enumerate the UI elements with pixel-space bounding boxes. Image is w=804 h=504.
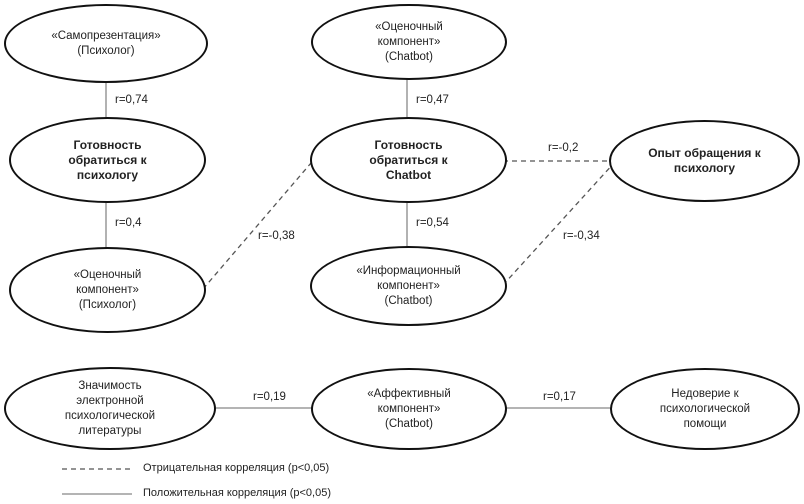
node-label: «Аффективный компонент» (Chatbot) <box>367 387 451 430</box>
node-label: Значимость электронной психологической л… <box>64 379 156 437</box>
node-readiness-psychologist: Готовность обратиться к психологу <box>9 117 206 203</box>
node-label: Готовность обратиться к психологу <box>68 137 147 182</box>
node-label: Недоверие к психологической помощи <box>659 387 751 430</box>
node-self-presentation: «Самопрезентация» (Психолог) <box>4 4 208 83</box>
correlation-label: r=0,74 <box>115 94 148 106</box>
node-distrust-help: Недоверие к психологической помощи <box>610 368 800 450</box>
node-evaluative-chatbot: «Оценочный компонент» (Chatbot) <box>311 4 507 80</box>
line-evaluative-psych-readiness-chatbot <box>202 162 312 290</box>
node-help-experience: Опыт обращения к психологу <box>609 120 800 202</box>
node-informational-chatbot: «Информационный компонент» (Chatbot) <box>310 246 507 326</box>
node-readiness-chatbot: Готовность обратиться к Chatbot <box>310 117 507 203</box>
node-affective-chatbot: «Аффективный компонент» (Chatbot) <box>311 368 507 450</box>
node-label: «Оценочный компонент» (Психолог) <box>73 268 142 311</box>
correlation-label: r=0,54 <box>416 217 449 229</box>
legend-positive-label: Положительная корреляция (p<0,05) <box>143 487 331 499</box>
correlation-label: r=-0,2 <box>548 142 579 154</box>
legend-negative-label: Отрицательная корреляция (p<0,05) <box>143 462 330 474</box>
correlation-label: r=-0,38 <box>258 230 295 242</box>
correlation-label: r=-0,34 <box>563 230 600 242</box>
node-label: Опыт обращения к психологу <box>648 146 761 175</box>
correlation-label: r=0,4 <box>115 217 142 229</box>
node-evaluative-psychologist: «Оценочный компонент» (Психолог) <box>9 247 206 333</box>
correlation-label: r=0,47 <box>416 94 449 106</box>
line-informational-experience <box>502 162 615 286</box>
correlation-label: r=0,19 <box>253 391 286 403</box>
node-electronic-literature: Значимость электронной психологической л… <box>4 367 216 450</box>
correlation-label: r=0,17 <box>543 391 576 403</box>
node-label: «Самопрезентация» (Психолог) <box>51 29 161 57</box>
node-label: «Оценочный компонент» (Chatbot) <box>375 20 443 63</box>
node-label: Готовность обратиться к Chatbot <box>369 137 448 182</box>
node-label: «Информационный компонент» (Chatbot) <box>356 264 461 307</box>
